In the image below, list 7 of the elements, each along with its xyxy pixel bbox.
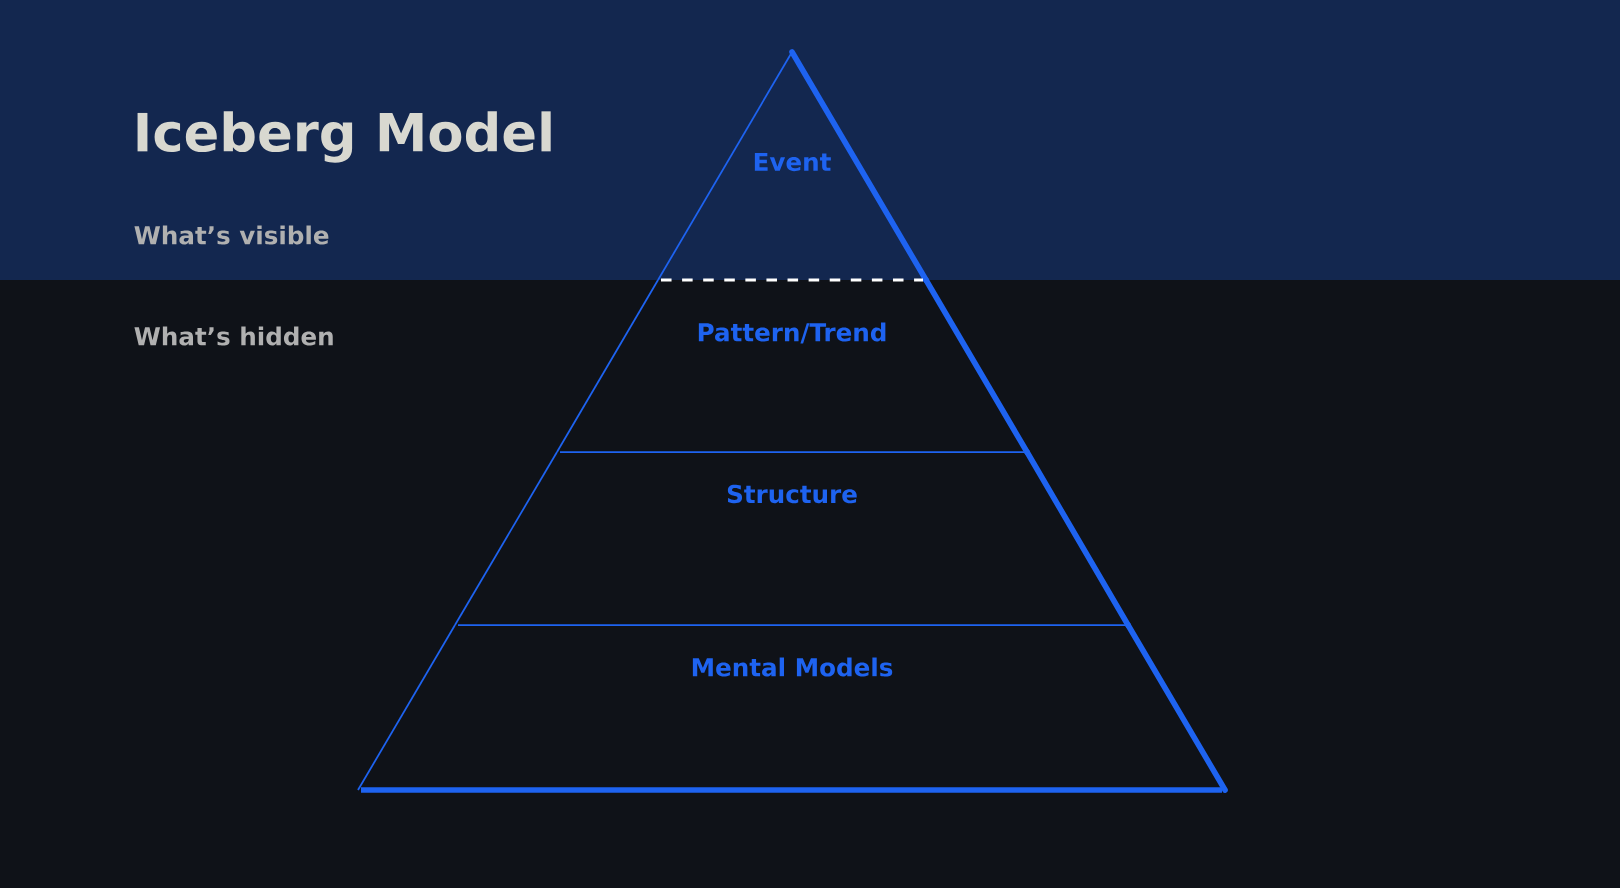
- side-label: What’s hidden: [134, 326, 333, 346]
- side-label: What’s visible: [134, 225, 329, 245]
- pyramid-layer: Mental Models: [357, 622, 1228, 793]
- pyramid-layer: Structure: [454, 449, 1131, 628]
- title: Iceberg Model: [137, 111, 551, 163]
- pyramid-layer: Pattern/Trend: [556, 277, 1030, 455]
- pyramid-layer: Event: [657, 49, 929, 283]
